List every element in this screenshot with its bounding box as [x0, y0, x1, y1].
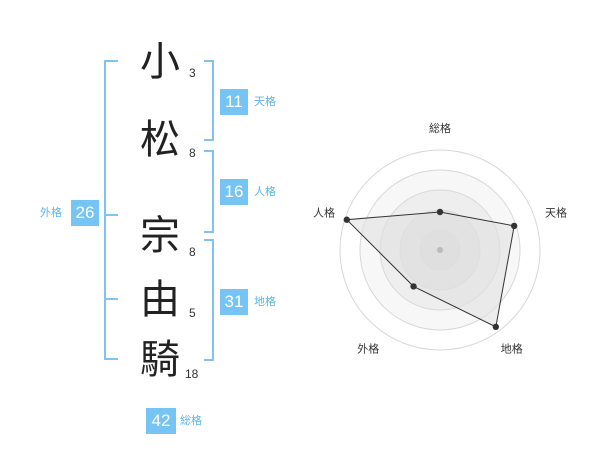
given-char-3-strokes: 18 [185, 367, 199, 381]
chikaku-bracket [204, 239, 214, 361]
chikaku-label: 地格 [254, 295, 276, 308]
radar-point-2 [510, 222, 518, 230]
given-char-1: 宗 [140, 213, 180, 259]
jinkaku-badge: 16 [220, 179, 248, 205]
given-char-1-strokes: 8 [189, 245, 196, 259]
jinkaku-bracket [204, 150, 214, 233]
radar-axis-label-5: 人格 [313, 205, 335, 219]
gaikaku-bracket [104, 60, 118, 360]
surname-char-1: 小 [140, 39, 180, 85]
tenkaku-bracket [204, 60, 214, 141]
jinkaku-label: 人格 [254, 185, 276, 198]
radar-point-5 [343, 216, 350, 223]
radar-center-dot [437, 247, 443, 253]
gaikaku-label: 外格 [40, 206, 62, 219]
radar-axis-label-4: 外格 [357, 342, 379, 356]
given-char-2-strokes: 5 [189, 306, 196, 320]
radar-point-4 [410, 283, 417, 290]
radar-axis-label-2: 天格 [545, 205, 567, 219]
tenkaku-label: 天格 [254, 95, 276, 108]
gaikaku-badge: 26 [71, 200, 99, 226]
surname-char-2: 松 [140, 117, 180, 163]
tenkaku-badge: 11 [220, 89, 248, 115]
gaikaku-bracket-tick-top [104, 214, 118, 216]
radar-axis-label-3: 地格 [501, 342, 523, 356]
given-char-3: 騎 [140, 337, 180, 383]
chikaku-badge: 31 [220, 289, 248, 315]
radar-point-3 [492, 323, 500, 331]
given-char-2: 由 [140, 277, 180, 323]
soukaku-badge: 42 [146, 408, 176, 434]
surname-char-2-strokes: 8 [189, 146, 196, 160]
gaikaku-bracket-tick-bottom [104, 298, 118, 300]
surname-char-1-strokes: 3 [189, 66, 196, 80]
radar-point-1 [436, 208, 444, 216]
radar-series-area [345, 211, 515, 328]
soukaku-label: 総格 [180, 414, 202, 427]
radar-axis-label-1: 総格 [429, 121, 451, 135]
